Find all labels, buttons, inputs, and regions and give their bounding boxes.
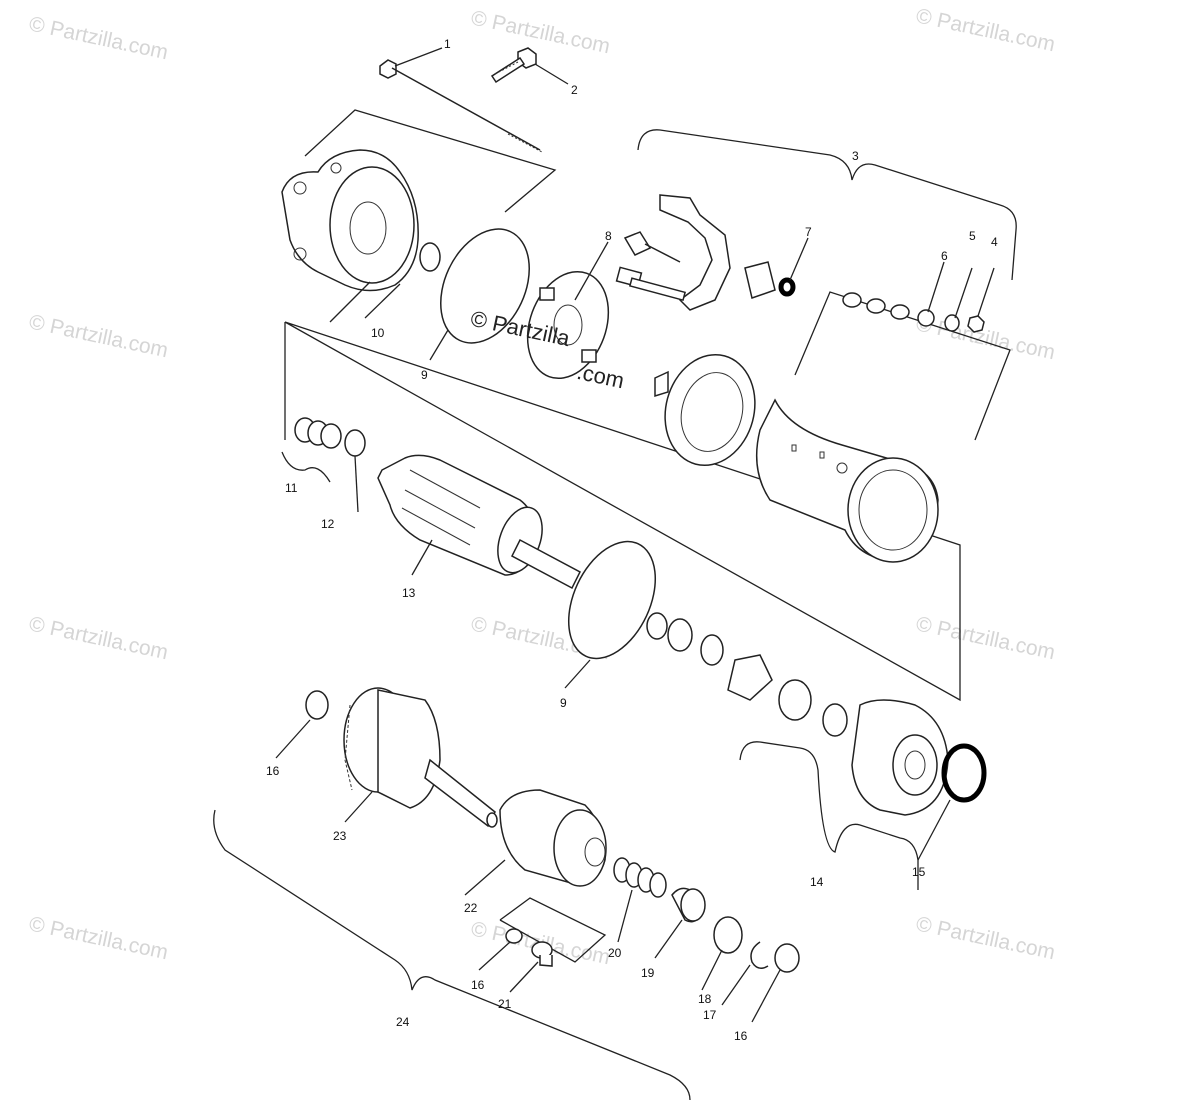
callout-19: 19: [641, 966, 655, 980]
o-ring-upper: [440, 228, 530, 344]
brace-group-11: [281, 451, 331, 483]
watermark: © Partzilla.com: [27, 612, 170, 664]
leader-lines: [275, 47, 995, 1023]
screw: [490, 47, 537, 84]
clutch-spring: [613, 857, 667, 898]
through-bolt: [379, 59, 543, 153]
callout-11: 11: [285, 481, 298, 495]
drive-end-washers: [646, 612, 848, 737]
callout-4: 4: [991, 235, 998, 249]
yoke-housing: [755, 398, 939, 563]
watermark: © Partzilla.com: [914, 612, 1057, 664]
armature-washer: [344, 429, 366, 457]
callout-24: 24: [396, 1015, 410, 1029]
callout-15: 15: [912, 865, 926, 879]
armature: [377, 454, 581, 590]
washer-16-bottom-right: [774, 943, 800, 973]
stopper-collar: [671, 887, 706, 923]
callout-21: 21: [498, 997, 512, 1011]
callout-18: 18: [698, 992, 712, 1006]
o-ring-lower: [567, 540, 657, 660]
group-braces: [213, 129, 1017, 1101]
watermark: © Partzilla.com: [27, 912, 170, 964]
commutator-end-ring: [654, 353, 756, 467]
callout-10: 10: [371, 326, 385, 340]
snap-ring: [750, 941, 769, 969]
washer-16-top: [305, 690, 329, 720]
front-cover: [851, 699, 949, 816]
brace-group-24: [213, 809, 691, 1101]
callout-16-bottom-right: 16: [734, 1029, 748, 1043]
brace-group-3: [637, 129, 1017, 281]
washer-16-bottom-left: [505, 928, 523, 944]
center-watermark-line2: .com: [575, 359, 627, 393]
watermark: © Partzilla.com: [914, 4, 1057, 56]
overrunning-clutch: [499, 789, 607, 887]
watermark: © Partzilla.com: [469, 6, 612, 58]
front-o-ring: [941, 743, 987, 803]
watermark: © Partzilla.com: [27, 12, 170, 64]
callout-23: 23: [333, 829, 347, 843]
callout-14: 14: [810, 875, 824, 889]
callout-13: 13: [402, 586, 416, 600]
watermark: © Partzilla.com: [27, 310, 170, 362]
callout-6: 6: [941, 249, 948, 263]
callout-9-upper: 9: [421, 368, 428, 382]
callout-7: 7: [805, 225, 812, 239]
callout-9-lower: 9: [560, 696, 567, 710]
brush-springs: [294, 417, 342, 449]
pinion-stop: [531, 941, 553, 967]
callout-20: 20: [608, 946, 622, 960]
callout-1: 1: [444, 37, 451, 51]
callout-8: 8: [605, 229, 612, 243]
watermark: © Partzilla.com: [914, 312, 1057, 364]
callout-17: 17: [703, 1008, 717, 1022]
callout-2: 2: [571, 83, 578, 97]
dark-washer: [778, 277, 796, 297]
reduction-gear: [343, 687, 498, 828]
rear-cover: [281, 149, 441, 292]
callout-labels: 1 2 3 4 5 6 7 8 9 10 11 12 13 9 14 15 16…: [266, 37, 998, 1043]
callout-16-top: 16: [266, 764, 280, 778]
brush-holder: [615, 194, 776, 311]
brush-plate: [526, 270, 610, 380]
watermark: © Partzilla.com: [914, 912, 1057, 964]
callout-16-bottom-left: 16: [471, 978, 485, 992]
bushing: [713, 916, 743, 954]
callout-3: 3: [852, 149, 859, 163]
callout-12: 12: [321, 517, 335, 531]
brace-group-14: [739, 741, 919, 890]
callout-22: 22: [464, 901, 478, 915]
callout-5: 5: [969, 229, 976, 243]
terminal-washers: [842, 292, 985, 333]
